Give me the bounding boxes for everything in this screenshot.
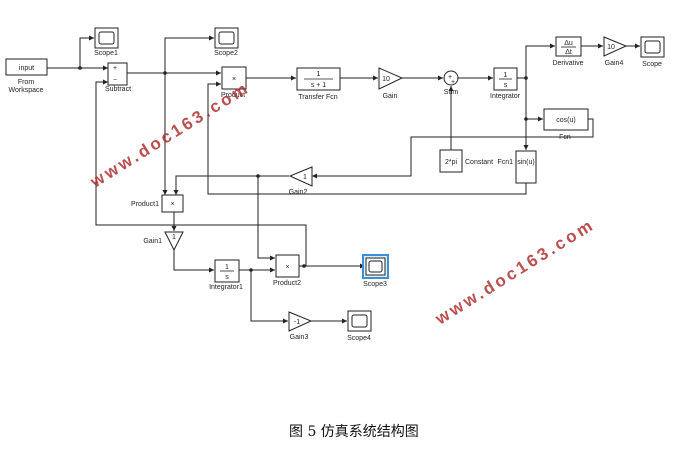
svg-text:×: × — [232, 76, 236, 83]
derivative-block[interactable]: Δu Δt Derivative — [552, 36, 584, 67]
product2-block[interactable]: × Product2 — [273, 254, 301, 287]
fcn-label: Fcn — [559, 134, 571, 141]
gain1-block[interactable]: 1 Gain1 — [143, 231, 184, 252]
fcn1-label: Fcn1 — [497, 159, 513, 166]
svg-text:×: × — [170, 201, 174, 208]
svg-text:s: s — [225, 274, 229, 281]
product2-label: Product2 — [273, 280, 301, 287]
svg-text:sin(u): sin(u) — [517, 159, 535, 166]
scope3-block[interactable]: Scope3 — [362, 254, 389, 288]
integrator-label: Integrator — [490, 93, 521, 100]
svg-text:2*pi: 2*pi — [445, 159, 458, 166]
svg-text:s + 1: s + 1 — [311, 82, 326, 89]
scope-screen-icon — [368, 260, 383, 273]
scope-screen-icon — [98, 31, 115, 45]
svg-text:1: 1 — [303, 174, 307, 181]
scope2-label: Scope2 — [214, 50, 238, 57]
scope-screen-icon — [644, 40, 661, 54]
svg-text:1: 1 — [225, 264, 229, 271]
subtract-label: Subtract — [105, 86, 131, 93]
svg-text:−: − — [113, 77, 117, 84]
scope-screen-icon — [351, 314, 368, 328]
gain3-label: Gain3 — [290, 334, 309, 341]
from-workspace-inner: input — [19, 65, 34, 72]
svg-text:+: + — [451, 79, 455, 86]
product1-label: Product1 — [131, 201, 159, 208]
gain2-block[interactable]: 1 Gain2 — [289, 166, 313, 196]
svg-text:cos(u): cos(u) — [556, 117, 575, 124]
scope1-label: Scope1 — [94, 50, 118, 57]
watermark-1: www.doc163.com — [86, 78, 253, 192]
from-workspace-label-1: From — [18, 79, 35, 86]
scope2-block[interactable]: Scope2 — [214, 27, 239, 57]
constant-block[interactable]: 2*pi Constant — [439, 149, 493, 173]
product1-block[interactable]: × Product1 — [131, 194, 184, 213]
svg-text:-1: -1 — [294, 319, 300, 326]
integrator1-label: Integrator1 — [209, 284, 243, 291]
derivative-label: Derivative — [552, 60, 583, 67]
transfer-fcn-label: Transfer Fcn — [298, 94, 338, 101]
scope4-label: Scope4 — [347, 335, 371, 342]
from-workspace-label-2: Workspace — [9, 87, 44, 94]
svg-text:s: s — [504, 82, 508, 89]
svg-text:1: 1 — [172, 234, 176, 241]
signal-lines — [47, 35, 640, 324]
gain-label: Gain — [383, 93, 398, 100]
svg-text:+: + — [113, 65, 117, 72]
from-workspace-block[interactable]: input From Workspace — [5, 58, 48, 94]
sum-label: Sum — [444, 89, 459, 96]
svg-text:1: 1 — [317, 71, 321, 78]
svg-text:10: 10 — [607, 44, 615, 51]
gain4-label: Gain4 — [605, 60, 624, 67]
svg-text:+: + — [448, 74, 452, 81]
transfer-fcn-block[interactable]: 1 s + 1 Transfer Fcn — [296, 67, 341, 101]
scope3-label: Scope3 — [363, 281, 387, 288]
gain4-block[interactable]: 10 Gain4 — [603, 36, 628, 67]
product-label: Product — [221, 92, 245, 99]
fcn1-block[interactable]: sin(u) Fcn1 — [497, 150, 537, 184]
gain2-label: Gain2 — [289, 189, 308, 196]
fcn-block[interactable]: cos(u) Fcn — [543, 108, 589, 141]
product-block[interactable]: × Product — [221, 66, 247, 99]
figure-caption: 图 5 仿真系统结构图 — [289, 424, 419, 440]
gain3-block[interactable]: -1 Gain3 — [288, 311, 313, 341]
integrator-block[interactable]: 1 s Integrator — [490, 67, 521, 100]
svg-text:Δu: Δu — [564, 40, 573, 47]
integrator1-block[interactable]: 1 s Integrator1 — [209, 259, 243, 291]
scope-label: Scope — [642, 61, 662, 68]
scope-screen-icon — [218, 31, 235, 45]
svg-text:Δt: Δt — [565, 49, 572, 56]
scope-block[interactable]: Scope — [640, 36, 665, 68]
scope4-block[interactable]: Scope4 — [347, 310, 372, 342]
svg-text:10: 10 — [382, 76, 390, 83]
svg-text:1: 1 — [504, 72, 508, 79]
scope1-block[interactable]: Scope1 — [94, 27, 119, 57]
watermark-2: www.doc163.com — [431, 215, 598, 329]
svg-text:×: × — [285, 264, 289, 271]
constant-label: Constant — [465, 159, 493, 166]
gain1-label: Gain1 — [143, 238, 162, 245]
gain-block[interactable]: 10 Gain — [378, 67, 404, 100]
subtract-block[interactable]: + − Subtract — [105, 62, 131, 93]
sum-block[interactable]: + + Sum — [443, 70, 459, 96]
